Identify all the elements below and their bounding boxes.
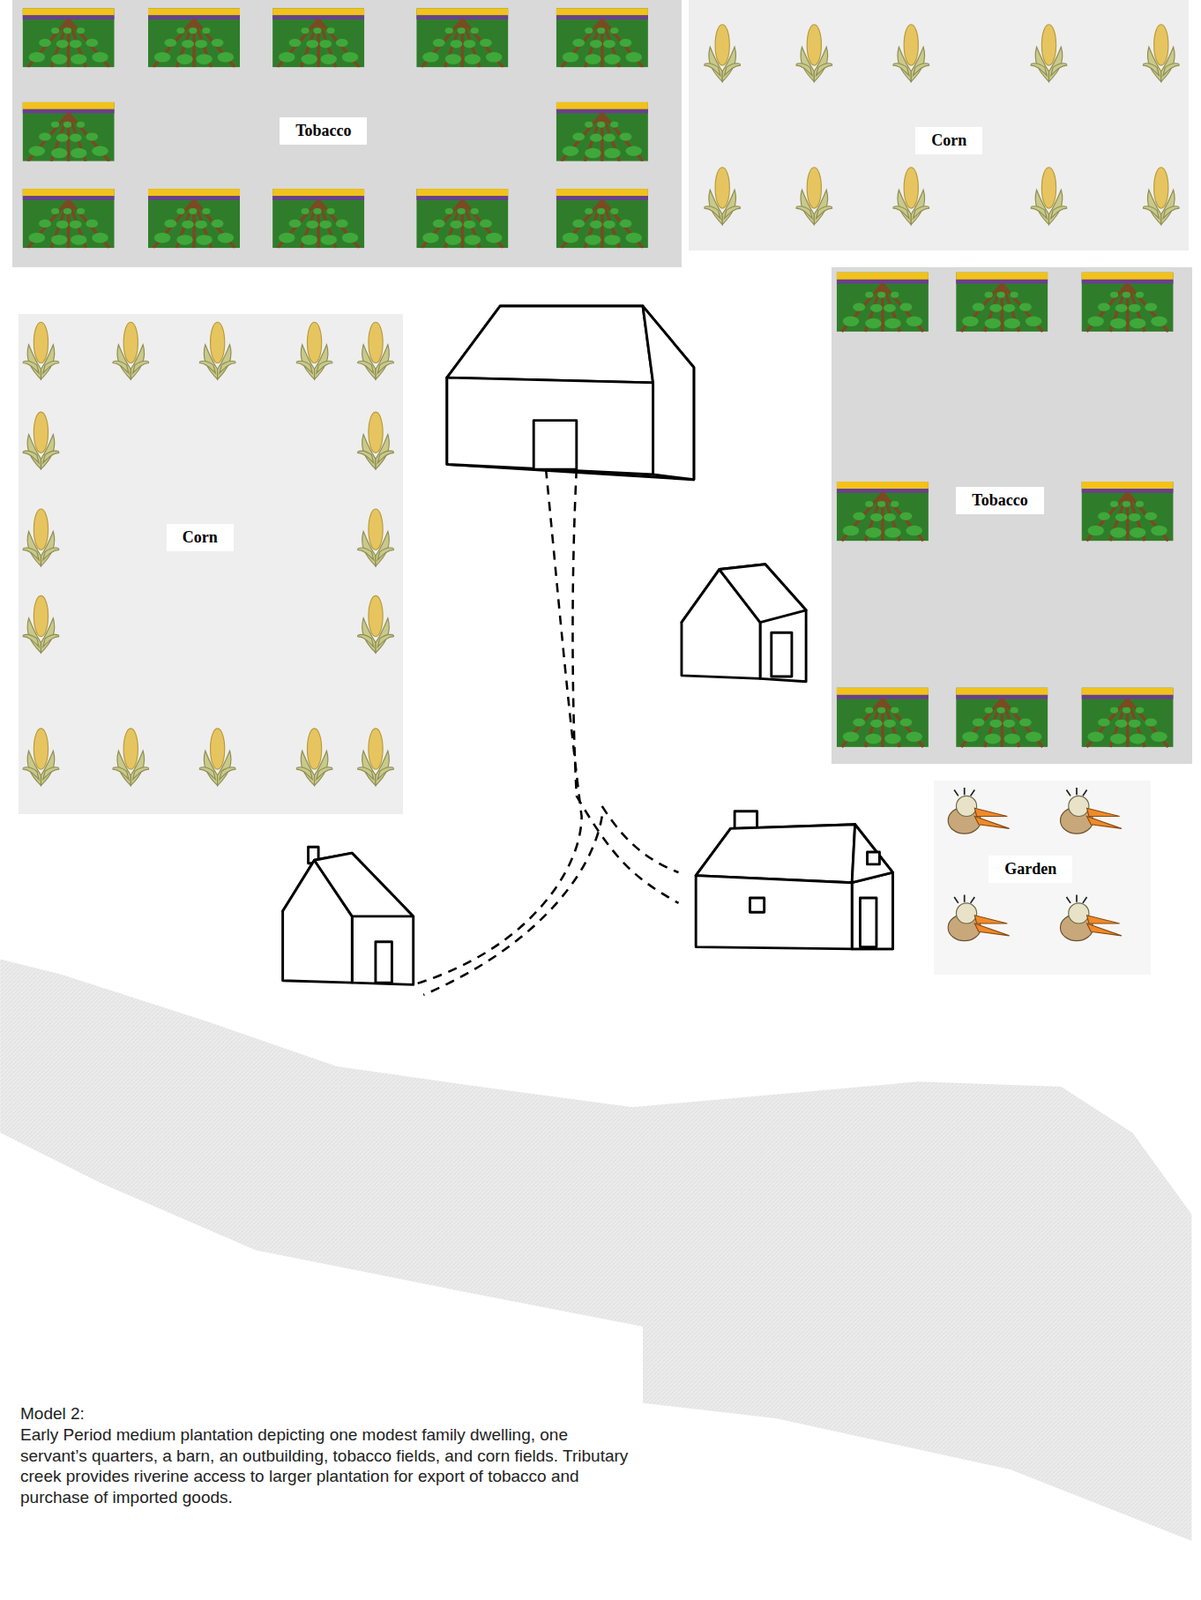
- field-label: Corn: [915, 126, 983, 155]
- tobacco-field: Tobacco: [12, 0, 682, 268]
- field-label: Tobacco: [279, 117, 367, 145]
- tributary-creek: [0, 958, 1192, 1540]
- caption: Early Period medium plantation depicting…: [20, 1424, 629, 1508]
- field-label: Garden: [988, 855, 1073, 883]
- crop-icons: [688, 0, 1189, 251]
- corn-field: Corn: [688, 0, 1189, 251]
- tobacco-field: Tobacco: [831, 267, 1192, 763]
- outbuilding: [681, 564, 806, 682]
- dirt-path: [413, 469, 679, 995]
- corn-field: Corn: [18, 313, 403, 814]
- family-dwelling: [695, 811, 893, 949]
- barn: [447, 305, 694, 480]
- field-label: Corn: [166, 523, 234, 552]
- model-title: Model 2:: [20, 1402, 85, 1425]
- field-label: Tobacco: [955, 486, 1044, 515]
- crop-icons: [18, 313, 403, 814]
- crop-icons: [831, 267, 1192, 763]
- servants-quarters: [283, 846, 414, 985]
- vegetable-garden: Garden: [933, 780, 1151, 975]
